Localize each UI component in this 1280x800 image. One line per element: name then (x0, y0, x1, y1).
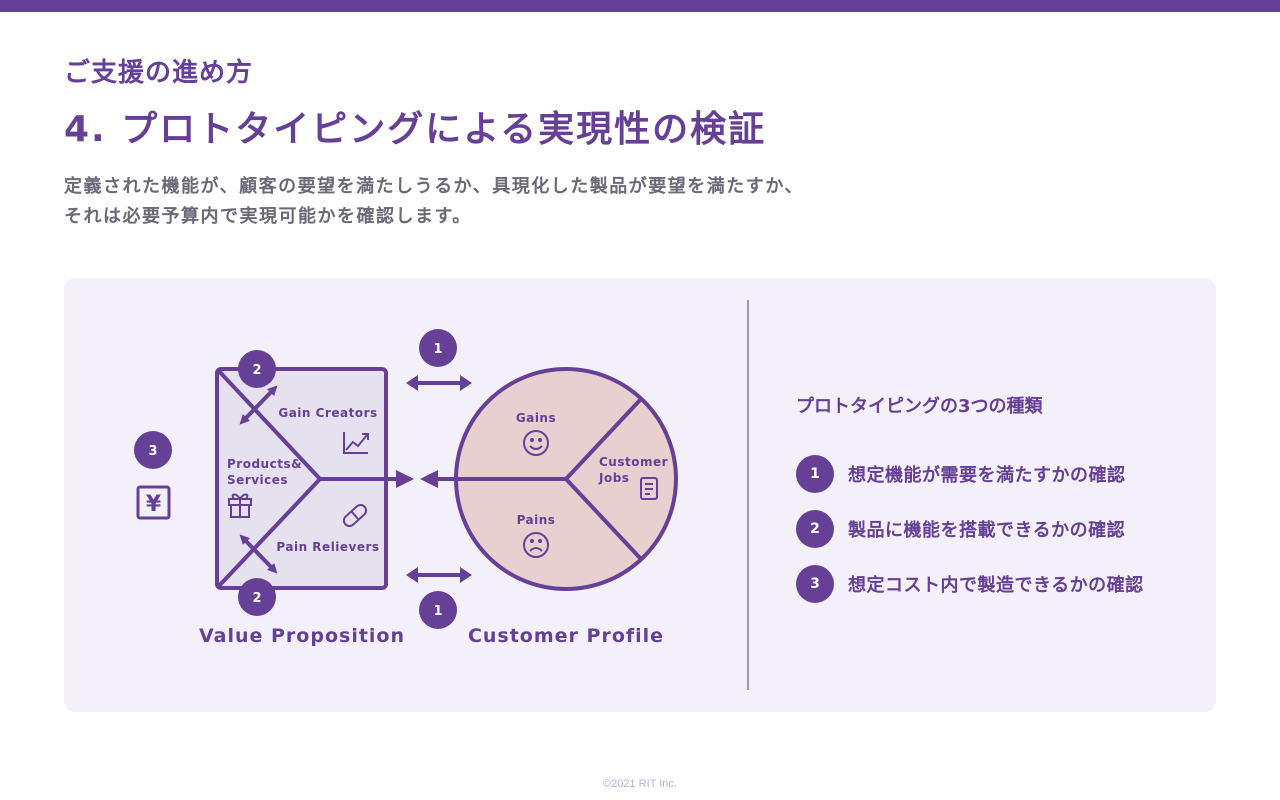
frown-icon (523, 532, 549, 558)
prototyping-type-item-3: 3 想定コスト内で製造できるかの確認 (796, 565, 1144, 603)
customer-jobs-label-2: Jobs (598, 471, 629, 485)
section-label: ご支援の進め方 (64, 58, 254, 88)
badge-fit-bottom: 1 (419, 591, 457, 629)
prototyping-type-label: 想定機能が需要を満たすかの確認 (848, 465, 1126, 486)
number-badge: 3 (796, 565, 834, 603)
customer-jobs-label-1: Customer (599, 455, 668, 469)
document-icon (640, 477, 658, 500)
svg-text:1: 1 (433, 604, 442, 619)
svg-text:¥: ¥ (146, 492, 162, 517)
badge-cost: 3 (134, 431, 172, 469)
svg-text:2: 2 (252, 363, 261, 378)
gains-label: Gains (516, 411, 556, 425)
product-arrow-top (239, 385, 278, 425)
panel-divider (747, 300, 749, 690)
value-proposition-label: Value Proposition (199, 625, 405, 647)
prototyping-type-label: 想定コスト内で製造できるかの確認 (848, 575, 1144, 596)
description-line-2: それは必要予算内で実現可能かを確認します。 (64, 206, 472, 227)
smile-icon (523, 430, 549, 456)
number-badge: 1 (796, 455, 834, 493)
products-services-label-2: Services (227, 473, 288, 487)
gain-creators-label: Gain Creators (278, 406, 377, 420)
svg-text:3: 3 (148, 444, 157, 459)
chart-trend-icon (343, 432, 369, 454)
description: 定義された機能が、顧客の要望を満たしうるか、具現化した製品が要望を満たすか、 そ… (64, 172, 804, 232)
pill-icon (342, 503, 368, 528)
prototyping-types-title: プロトタイピングの3つの種類 (796, 396, 1043, 417)
number-badge: 2 (796, 510, 834, 548)
badge-product-bottom: 2 (238, 578, 276, 616)
yen-icon: ¥ (136, 485, 171, 520)
prototyping-type-label: 製品に機能を搭載できるかの確認 (848, 520, 1126, 541)
badge-product-top: 2 (238, 350, 276, 388)
product-arrow-bottom (239, 534, 278, 574)
prototyping-type-item-1: 1 想定機能が需要を満たすかの確認 (796, 455, 1126, 493)
copyright-footer: ©2021 RIT Inc. (603, 778, 677, 790)
gift-icon (228, 493, 252, 518)
top-accent-bar (0, 0, 1280, 12)
svg-text:2: 2 (252, 591, 261, 606)
customer-profile-label: Customer Profile (468, 625, 664, 647)
svg-text:1: 1 (433, 342, 442, 357)
prototyping-type-item-2: 2 製品に機能を搭載できるかの確認 (796, 510, 1125, 548)
pains-label: Pains (517, 513, 556, 527)
description-line-1: 定義された機能が、顧客の要望を満たしうるか、具現化した製品が要望を満たすか、 (64, 176, 804, 197)
pain-relievers-label: Pain Relievers (276, 540, 379, 554)
badge-fit-top: 1 (419, 329, 457, 367)
page-title: 4. プロトタイピングによる実現性の検証 (64, 109, 767, 150)
customer-profile-circle (420, 367, 678, 591)
products-services-label-1: Products& (227, 457, 302, 471)
